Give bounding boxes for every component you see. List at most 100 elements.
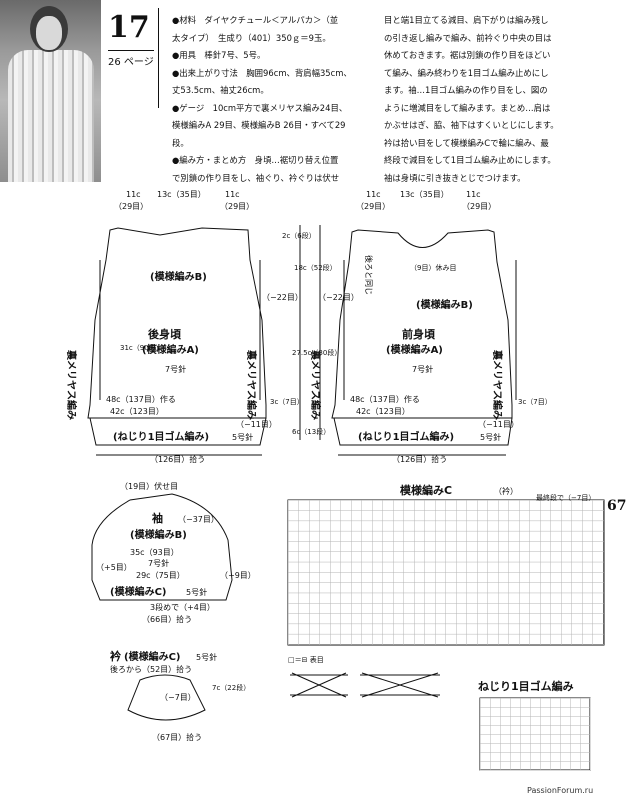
instructions-column-1: ●材料 ダイヤクチュール＜アルパカ＞（並太タイプ） 生成り（401）350ｇ＝9… [172,12,377,187]
model-photo [0,0,101,182]
chart-c-sub: （衿） [494,486,518,496]
instruction-line: ●出来上がり寸法 胸囲96cm、背肩幅35cm、 [172,67,352,78]
front-row42: 42c（123目） [356,407,410,416]
measure-6c: 6c（13段） [292,427,330,436]
instruction-line: ●材料 ダイヤクチュール＜アルパカ＞（並 [172,15,339,25]
sleeve-pattern-b: (模様編みB) [130,528,187,541]
measure-18c: 18c（52段） [294,263,337,272]
grid-line [288,582,604,583]
front-cast-on: 48c（137目）作る [350,394,420,404]
sleeve-row29: 29c（75目） [136,571,185,580]
front-top-center: 13c（35目） [400,190,449,199]
instruction-line: ます。袖…1目ゴム編みの作り目をし、図の [384,85,548,95]
grid-line [288,572,604,573]
grid-line [288,603,604,604]
instructions-column-2: 目と端1目立てる減目、肩下がりは編み残しの引き返し編みで編み、前衿ぐり中央の目は… [384,12,620,187]
instruction-line: て編み、編み終わりを1目ゴム編み止めにし [384,67,549,78]
page-reference: 26 ページ [108,50,154,68]
front-top-right: 11c [466,190,481,199]
back-pattern-a: (模様編みA) [142,343,199,356]
instruction-line: 段。 [172,137,189,148]
measure-31c: 31c（90段） [120,343,163,352]
grid-line [288,541,604,542]
back-top-left-sts: （29目） [114,202,148,211]
grid-line [288,500,604,501]
measure-3c-right: 3c（7目） [518,398,552,406]
instruction-line: 袖は身頃に引き抜きとじでつけます。 [384,172,526,183]
back-body-outline [87,227,267,419]
front-side-right: 裏メリヤス編み [491,349,504,420]
sleeve-hem-needle: 5号針 [186,587,207,597]
instruction-line: 太タイプ） 生成り（401）350ｇ＝9玉。 [172,32,331,43]
instruction-line: ●ゲージ 10cm平方で裏メリヤス編み24目、 [172,102,348,113]
instruction-line: ●用具 棒針7号、5号。 [172,50,266,60]
back-pattern-b: (模様編みB) [150,270,207,283]
chart-c-legend: □＝⊟ 表目 [288,655,324,664]
grid-line [480,698,590,699]
sleeve-cast-top: （19目）伏せ目 [120,481,178,491]
rib-chart-title: ねじり1目ゴム編み [478,679,574,693]
sleeve-pickup: （66目）拾う [142,614,192,624]
back-top-right: 11c [225,190,240,199]
front-pattern-b: (模様編みB) [416,298,473,311]
instruction-line: 模様編みA 29目、模様編みB 26目・すべて29 [172,120,346,130]
back-side-right: 裏メリヤス編み [245,349,258,420]
grid-line [288,633,604,635]
back-row42: 42c（123目） [110,407,164,416]
back-top-right-sts: （29目） [220,202,254,211]
collar-pickup-front: （67目）拾う [152,732,202,742]
front-hem: (ねじり1目ゴム編み) [358,430,454,443]
back-hem: (ねじり1目ゴム編み) [113,430,209,443]
collar-pickup-back: 後ろから（52目）拾う [110,664,192,674]
sleeve-inc: 3段めで（+4目） [150,602,215,612]
instruction-line: 終段で減目をして1目ゴム編み止めにします。 [384,155,556,165]
instruction-line: ●編み方・まとめ方 身頃…裾切り替え位置 [172,155,339,165]
instruction-line: で別鎖の作り目をし、袖ぐり、衿ぐりは伏せ [172,172,340,183]
front-dec1: （−11目） [478,420,519,429]
back-needle: 7号針 [165,364,186,374]
instruction-line: 衿は拾い目をして模様編みCで輪に編み、最 [384,137,549,148]
grid-line [480,707,590,708]
front-title: 前身頃 [402,327,436,341]
collar-pattern: (模様編みC) [124,650,180,663]
collar-height: 7c（22段） [212,683,250,692]
grid-line [288,530,604,532]
measure-3c: 3c（7目） [270,398,304,406]
sleeve-outline [91,493,233,601]
sleeve-title: 袖 [152,511,163,525]
instruction-line: 休めておきます。裾は別鎖の作り目をほどい [384,50,551,60]
back-hem-needle: 5号針 [232,432,253,442]
front-center: （9目）休み目 [410,263,456,272]
grid-line [288,561,604,563]
front-top-left: 11c [366,190,381,199]
back-pickup: （126目）拾う [150,454,205,464]
chart-c-title: 模様編みC [400,483,452,497]
pattern-number: 17 [108,10,150,45]
grid-line [480,716,590,717]
divider [158,8,159,108]
back-side-left: 裏メリヤス編み [65,349,78,420]
instruction-line: 丈53.5cm、袖丈26cm。 [172,85,269,95]
back-dec1: （−11目） [236,420,277,429]
grid-line [288,551,604,552]
front-pattern-a: (模様編みA) [386,343,443,356]
sleeve-minus9: （−9目） [220,571,256,580]
measure-2c: 2c（6段） [282,231,316,240]
grid-line [590,698,591,770]
back-top-left: 11c [126,190,141,199]
grid-line [288,613,604,614]
collar-dec: （−7目） [160,693,196,702]
sleeve-needle: 7号針 [148,558,169,568]
front-body-outline [331,229,513,419]
grid-line [288,644,604,645]
front-top-left-sts: （29目） [356,202,390,211]
instruction-line: ように増減目をして編みます。まとめ…肩は [384,102,551,113]
measure-27-5c: 27.5c（80段） [292,348,341,357]
front-dec2: （−22目） [318,293,359,302]
grid-line [288,592,604,594]
instruction-line: の引き返し編みで編み、前衿ぐり中央の目は [384,32,552,43]
front-top-right-sts: （29目） [462,202,496,211]
front-needle: 7号針 [412,364,433,374]
back-cast-on: 48c（137目）作る [106,394,176,404]
